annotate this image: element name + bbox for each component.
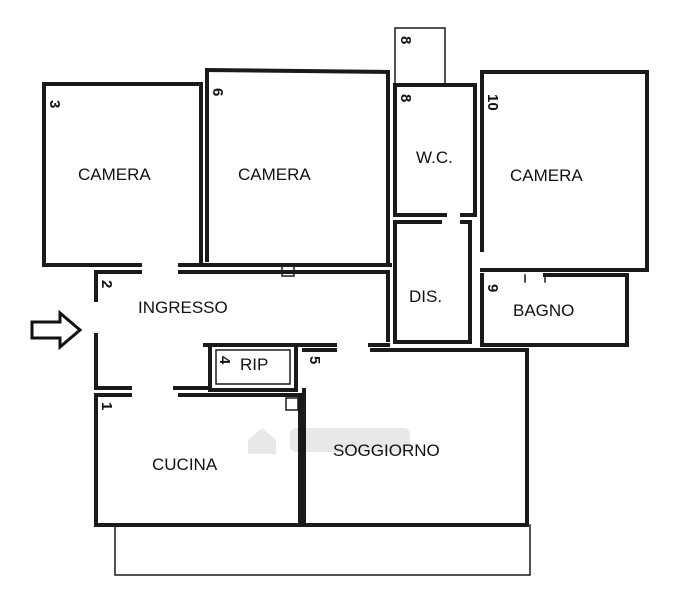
room-bagno [480, 273, 629, 347]
room-number: 5 [306, 356, 323, 364]
room-label-camera-6: CAMERA [238, 165, 311, 184]
room-number: 2 [98, 280, 115, 288]
room-number: 6 [209, 88, 226, 96]
room-label-cucina: CUCINA [152, 455, 218, 474]
room-number: 3 [46, 100, 63, 108]
balcony-bottom [114, 524, 531, 576]
room-wc [393, 83, 477, 217]
room-rip [208, 343, 298, 392]
room-label-camera-10: CAMERA [510, 166, 583, 185]
room-label-camera-3: CAMERA [78, 165, 151, 184]
room-ingresso [94, 264, 390, 390]
room-camera-10 [480, 70, 649, 272]
room-number: 8 [397, 94, 414, 102]
room-number: 1 [98, 402, 115, 410]
room-number: 10 [484, 94, 501, 111]
room-number: 4 [216, 356, 233, 365]
room-cucina [94, 393, 302, 527]
room-number: 8 [397, 36, 414, 44]
room-label-soggiorno: SOGGIORNO [333, 441, 440, 460]
room-soggiorno [302, 348, 529, 527]
arrow-right-icon [30, 309, 83, 351]
room-label-dis: DIS. [409, 287, 442, 306]
room-label-bagno: BAGNO [513, 301, 574, 320]
room-label-ingresso: INGRESSO [138, 298, 228, 317]
room-label-rip: RIP [240, 355, 268, 374]
room-dis [393, 220, 472, 344]
room-number: 9 [484, 284, 501, 292]
watermark-logo [248, 428, 410, 454]
room-camera-3 [42, 82, 203, 267]
room-label-wc: W.C. [416, 148, 453, 167]
